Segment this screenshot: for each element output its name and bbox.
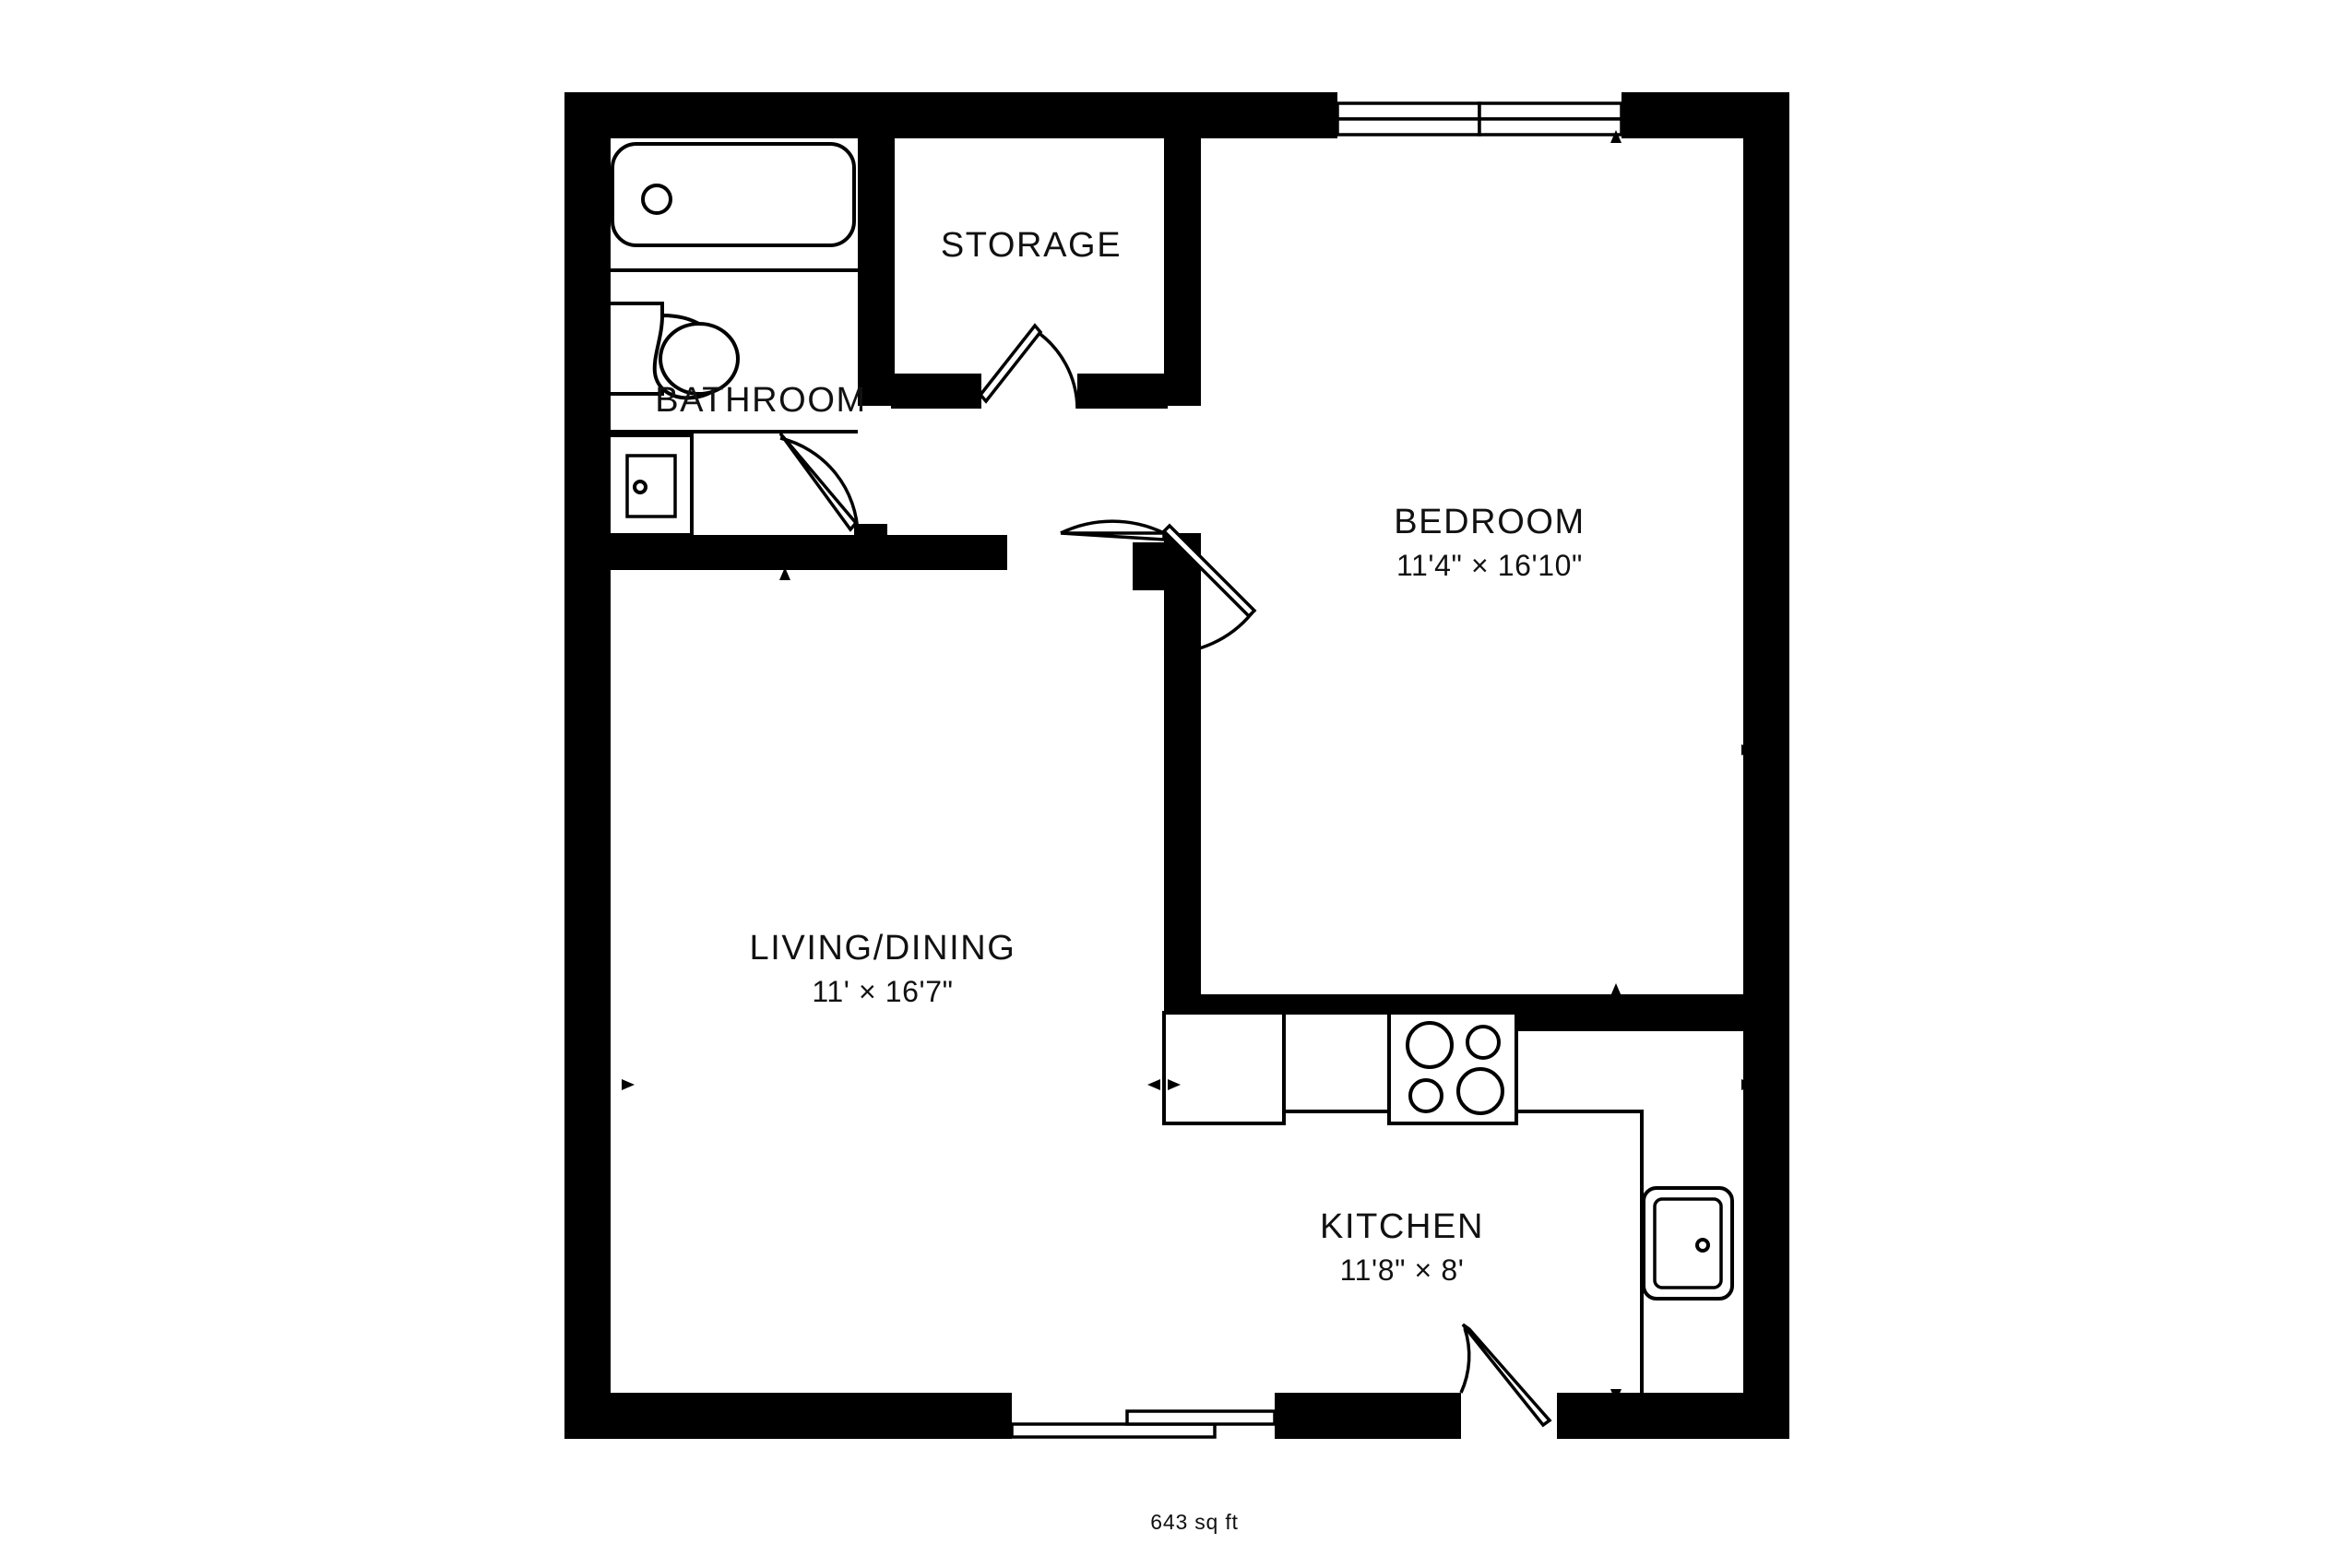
bedroom-window: [1336, 101, 1623, 143]
doors-group: [778, 323, 1552, 1428]
kitchen-counter-run: [1516, 1110, 1644, 1395]
storage-door[interactable]: [978, 323, 1079, 410]
room-label-bedroom: BEDROOM: [1394, 503, 1586, 541]
stove-burners-icon: [1387, 1011, 1518, 1125]
kitchen-fixtures: [1162, 1011, 1734, 1395]
wall-exterior-bottom-right: [1557, 1393, 1789, 1439]
wall-exterior-top-left: [564, 92, 1337, 138]
marker-bedroom-right: [1741, 744, 1754, 755]
wall-bedroom-door-jamb: [1133, 542, 1166, 590]
kitchen-counter-fill: [1282, 1011, 1391, 1113]
wall-storage-bottom-left: [891, 374, 981, 409]
wall-storage-bedroom-divider: [1164, 120, 1201, 406]
walls-group: [564, 92, 1789, 1439]
wall-bathroom-door-jamb: [854, 524, 887, 570]
bedroom-door-swing[interactable]: [1161, 523, 1257, 655]
kitchen-cabinet-icon: [1162, 1011, 1286, 1125]
marker-living-top: [779, 567, 790, 580]
marker-kitchen-left-a: [1147, 1079, 1160, 1090]
marker-living-bottom: [779, 1396, 790, 1408]
marker-bedroom-bottom: [1610, 983, 1621, 996]
bathroom-door[interactable]: [778, 432, 860, 536]
toilet-icon: [607, 302, 740, 400]
wall-storage-bottom-right: [1077, 374, 1168, 409]
marker-kitchen-right: [1741, 1079, 1754, 1090]
marker-kitchen-bottom: [1610, 1389, 1621, 1402]
bedroom-door[interactable]: [1060, 519, 1173, 541]
wall-bedroom-living-divider: [1164, 533, 1201, 994]
wall-bathroom-bottom: [601, 535, 1007, 570]
living-window: [1010, 1409, 1277, 1439]
marker-kitchen-left-b: [1168, 1079, 1181, 1090]
room-dim-living-dining: 11' × 16'7": [812, 975, 953, 1008]
bathtub-icon: [611, 142, 856, 247]
room-labels-group: BATHROOM STORAGE BEDROOM 11'4" × 16'10" …: [655, 226, 1586, 1287]
windows-group: [1010, 101, 1623, 1439]
marker-bedroom-left: [1186, 744, 1199, 755]
wall-exterior-bottom-mid: [1275, 1393, 1461, 1439]
wall-bathroom-storage-divider: [858, 120, 895, 406]
marker-living-left: [622, 1079, 635, 1090]
bathroom-fixtures: [607, 142, 858, 537]
wall-exterior-right: [1743, 92, 1789, 1439]
entry-door[interactable]: [1459, 1323, 1552, 1428]
room-label-bathroom: BATHROOM: [655, 381, 867, 420]
room-dim-bedroom: 11'4" × 16'10": [1396, 549, 1583, 582]
room-dim-kitchen: 11'8" × 8': [1340, 1253, 1465, 1287]
wall-exterior-left: [564, 92, 611, 1439]
room-label-storage: STORAGE: [941, 226, 1122, 265]
room-label-living-dining: LIVING/DINING: [750, 929, 1016, 968]
bathroom-sink-icon: [607, 434, 694, 537]
room-label-kitchen: KITCHEN: [1320, 1207, 1484, 1246]
kitchen-sink-icon: [1642, 1186, 1734, 1301]
total-area-label: 643 sq ft: [1150, 1510, 1238, 1534]
dimension-markers: [622, 567, 1754, 1408]
